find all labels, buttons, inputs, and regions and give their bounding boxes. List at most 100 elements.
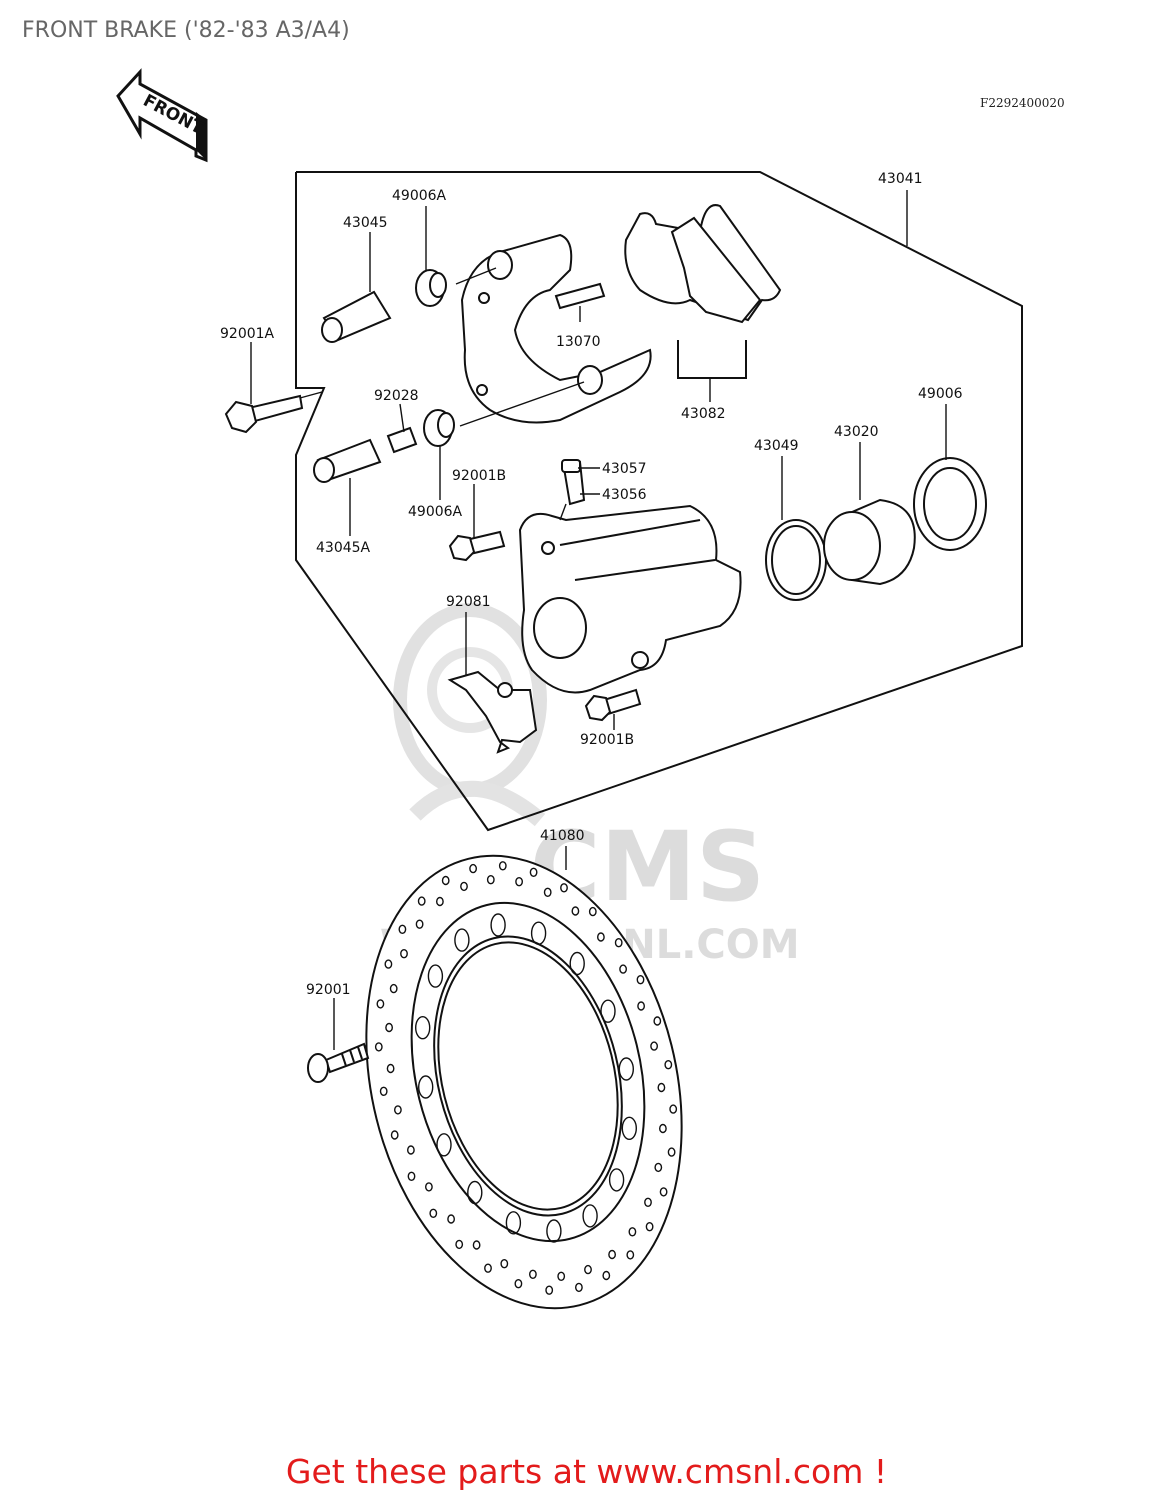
part-label-43045A: 43045A [316, 540, 371, 556]
disc-hole [386, 1063, 395, 1074]
slide-pin-upper [321, 290, 392, 343]
disc-hole [486, 875, 495, 885]
caliper-assembly-boundary [295, 171, 1023, 832]
disc-hole [374, 1042, 383, 1052]
disc-hole [455, 1239, 464, 1250]
disc-hole [385, 1022, 393, 1033]
disc-hole [415, 919, 424, 929]
disc-hole [418, 1075, 434, 1099]
disc-hole [575, 1282, 583, 1293]
disc-hole [608, 1249, 616, 1260]
dust-boot-lower [423, 409, 455, 447]
pad-spring-clip [497, 682, 513, 698]
caliper-body [518, 504, 742, 694]
part-label-49006: 49006 [918, 386, 963, 402]
disc-hole [618, 1057, 634, 1081]
disc-hole [582, 1204, 598, 1228]
brake-pad-set [624, 204, 782, 379]
disc-hole [602, 1270, 611, 1281]
disc-hole [669, 1104, 678, 1114]
disc-hole [619, 964, 627, 974]
disc-hole [530, 921, 547, 945]
part-label-49006A-top: 49006A [392, 188, 447, 204]
disc-hole [447, 1214, 455, 1224]
disc-hole [500, 1258, 509, 1269]
disc-hole [614, 938, 623, 948]
disc-hole [498, 861, 507, 871]
disc-hole [384, 959, 393, 969]
disc-hole [407, 1171, 416, 1182]
figure-code: F2292400020 [980, 96, 1065, 110]
disc-hole [657, 1082, 666, 1093]
disc-hole [529, 1269, 537, 1280]
disc-hole [628, 1227, 637, 1237]
disc-hole [467, 1180, 483, 1205]
disc-hole [597, 932, 605, 942]
part-label-92028: 92028 [374, 388, 419, 404]
disc-hole [454, 928, 470, 952]
disc-hole [514, 1278, 523, 1289]
disc-hole [390, 1130, 399, 1140]
caliper-bolt-92001B-lower [584, 688, 642, 722]
disc-hole [653, 1016, 662, 1026]
disc-hole [546, 1219, 562, 1243]
disc-hole [435, 896, 444, 907]
disc-hole [424, 1182, 433, 1192]
part-label-92001A: 92001A [220, 326, 275, 342]
part-label-92001: 92001 [306, 982, 351, 998]
call-to-action-link[interactable]: Get these parts at www.cmsnl.com ! [285, 1452, 888, 1491]
disc-hole [472, 1240, 481, 1250]
piston-dust-seal [913, 457, 987, 551]
disc-mounting-bolt [307, 1042, 370, 1083]
caliper-bracket [460, 233, 652, 424]
disc-hole [659, 1123, 667, 1134]
part-labels: 43041 49006A 43045 92001A 13070 43082 92… [220, 171, 963, 998]
part-label-43049: 43049 [754, 438, 799, 454]
mounting-bolt-92001A [224, 394, 304, 434]
dust-boot-upper [415, 269, 447, 307]
disc-hole [569, 951, 585, 976]
part-label-41080: 41080 [540, 828, 585, 844]
disc-hole [637, 1001, 645, 1011]
part-label-43020: 43020 [834, 424, 879, 440]
disc-hole [490, 913, 506, 937]
watermark-mascot-body-icon [409, 780, 546, 827]
disc-hole [600, 999, 616, 1023]
pad-spring-92081 [447, 670, 538, 754]
disc-hole [415, 1015, 431, 1040]
disc-hole [376, 999, 385, 1009]
disc-hole [436, 1133, 452, 1157]
part-label-92081: 92081 [446, 594, 491, 610]
part-label-43045: 43045 [343, 215, 388, 231]
disc-hole [379, 1086, 388, 1097]
disc-hole [543, 887, 552, 897]
disc-hole [545, 1285, 554, 1295]
disc-hole [667, 1147, 676, 1157]
page-title: FRONT BRAKE ('82-'83 A3/A4) [22, 18, 350, 43]
disc-hole [515, 877, 523, 887]
disc-hole [417, 896, 426, 906]
disc-hole [621, 1116, 637, 1141]
disc-hole [659, 1187, 668, 1197]
disc-hole [654, 1162, 663, 1173]
disc-hole [441, 875, 450, 886]
disc-hole [427, 964, 444, 988]
disc-hole [557, 1271, 566, 1282]
disc-hole [650, 1041, 658, 1051]
part-label-43057: 43057 [602, 461, 647, 477]
brake-disc [365, 854, 683, 1310]
disc-drilled-holes [374, 861, 678, 1295]
disc-hole [400, 949, 408, 959]
disc-hole [645, 1221, 654, 1232]
disc-hole [429, 1208, 438, 1219]
part-label-43082: 43082 [681, 406, 726, 422]
part-label-49006A-bottom: 49006A [408, 504, 463, 520]
disc-hole [636, 975, 645, 985]
part-label-43041: 43041 [878, 171, 923, 187]
disc-hole [389, 983, 398, 994]
leader-lines [250, 190, 947, 1050]
disc-hole [460, 881, 468, 892]
caliper-piston [823, 498, 916, 586]
front-direction-arrow-icon: FRONT [116, 68, 208, 163]
